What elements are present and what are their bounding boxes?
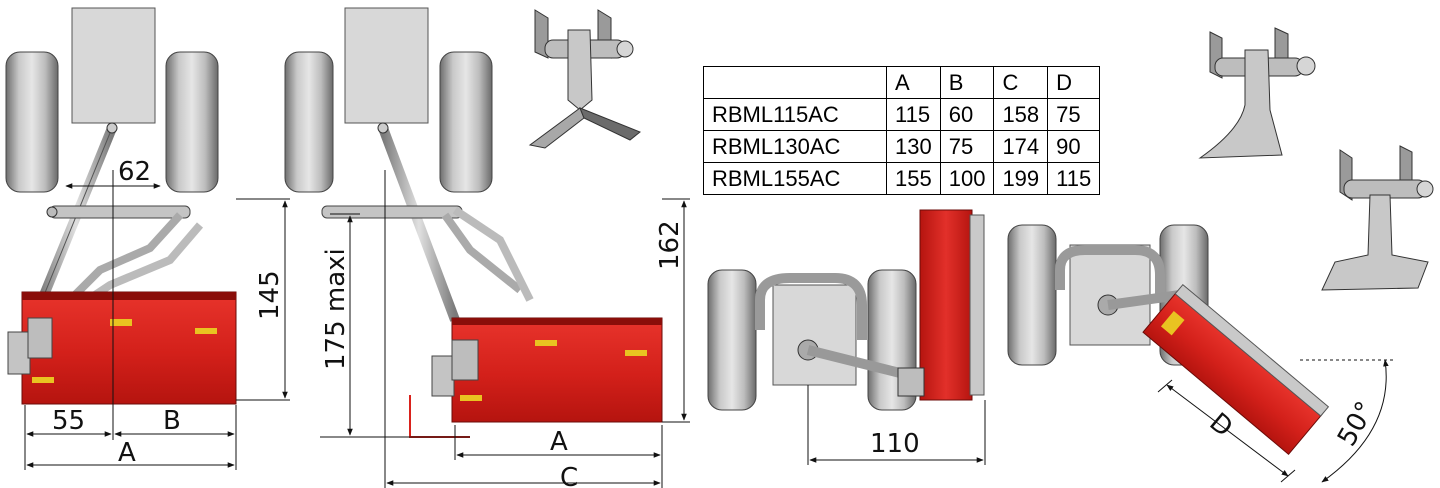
side-dim-right: 162 — [655, 220, 685, 270]
top-view-straight: 110 — [707, 209, 986, 465]
top-dim-width: 110 — [870, 429, 920, 459]
angled-dim-D: D — [1204, 407, 1239, 443]
value-cell: 115 — [886, 98, 941, 131]
front-dim-left: 55 — [52, 406, 85, 436]
model-cell: RBML115AC — [703, 98, 887, 131]
table-header-cell — [703, 66, 887, 99]
tyre-left — [5, 51, 59, 193]
hitch-bar — [49, 205, 191, 219]
value-cell: 174 — [993, 130, 1049, 163]
flat-blade-icon — [1321, 145, 1434, 291]
table-row: RBML130AC 130 75 174 90 — [703, 130, 1101, 163]
table-row: RBML155AC 155 100 199 115 — [703, 162, 1101, 195]
angled-dim-angle: 50° — [1332, 397, 1381, 452]
side-dim-height-max: 175 maxi — [321, 248, 351, 370]
tractor-body — [71, 7, 156, 124]
table-row: RBML115AC 115 60 158 75 — [703, 98, 1101, 131]
table-header-cell: A — [886, 66, 941, 99]
value-cell: 199 — [993, 162, 1049, 195]
model-cell: RBML130AC — [703, 130, 887, 163]
value-cell: 158 — [993, 98, 1049, 131]
side-dim-A: A — [550, 427, 568, 457]
side-dim-C: C — [560, 463, 578, 488]
value-cell: 75 — [939, 130, 995, 163]
spec-table: A B C D RBML115AC 115 60 158 75 RBML130A… — [703, 66, 1101, 195]
top-mulcher-body — [919, 209, 973, 401]
front-view: 62 145 55 B A — [5, 7, 290, 470]
side-view: 175 maxi 162 A C — [284, 7, 690, 488]
front-dim-height: 145 — [255, 270, 285, 320]
mulcher-body — [21, 291, 237, 405]
spade-blade-icon — [1198, 27, 1316, 159]
value-cell: 60 — [939, 98, 995, 131]
value-cell: 100 — [939, 162, 995, 195]
value-cell: 130 — [886, 130, 941, 163]
front-dim-A: A — [118, 438, 136, 468]
value-cell: 75 — [1047, 98, 1101, 131]
model-cell: RBML155AC — [703, 162, 887, 195]
table-header-cell: B — [939, 66, 995, 99]
front-dim-top: 62 — [118, 157, 151, 187]
front-dim-B: B — [163, 406, 181, 436]
table-header-cell: D — [1047, 66, 1101, 99]
value-cell: 155 — [886, 162, 941, 195]
table-header-cell: C — [993, 66, 1049, 99]
y-blade-icon — [528, 9, 641, 149]
value-cell: 115 — [1047, 162, 1101, 195]
value-cell: 90 — [1047, 130, 1101, 163]
side-mulcher-body — [451, 317, 663, 423]
tyre-right — [165, 51, 219, 193]
table-header-row: A B C D — [703, 66, 1101, 99]
